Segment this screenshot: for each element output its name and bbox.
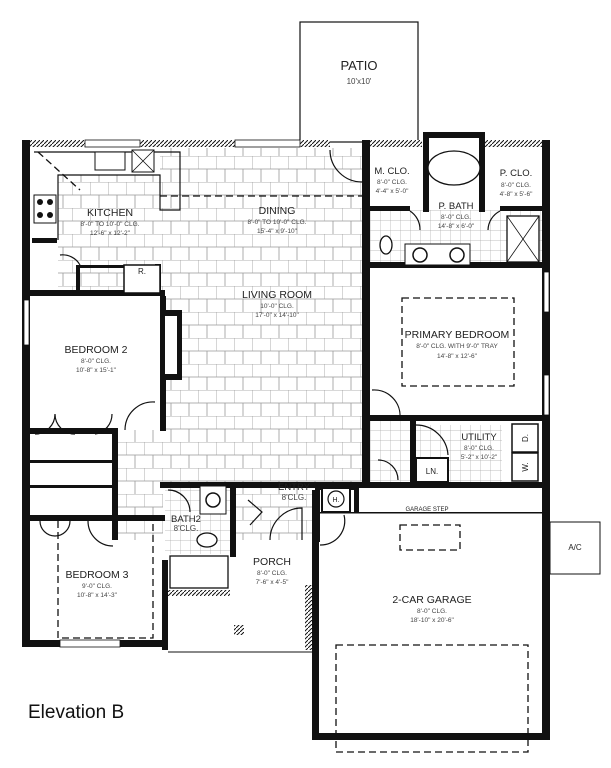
hall-floor [115, 430, 163, 540]
bath2-sink [199, 485, 227, 515]
utility-clg: 8'-0" CLG. [464, 445, 494, 452]
living-size: 17'-0" x 14'-10" [255, 312, 299, 319]
kitchen-size: 12'-6" x 12'-2" [90, 230, 131, 237]
refrigerator-label: R. [138, 267, 146, 276]
dryer-label: D. [521, 434, 530, 442]
primary-bath-fixtures [379, 150, 540, 266]
bath2-label: BATH2 [171, 514, 201, 525]
entry-label: ENTRY [278, 482, 311, 493]
bath2-clg: 8'CLG. [174, 524, 199, 533]
porch-size: 7'-6" x 4'-5" [256, 579, 289, 586]
attic-access [399, 524, 461, 551]
primary-label: PRIMARY BEDROOM [405, 329, 510, 341]
utility-label: UTILITY [461, 432, 497, 443]
bedroom2-clg: 8'-0" CLG. [81, 358, 111, 365]
living-dining-floor [160, 148, 362, 483]
washer-label: W. [521, 462, 530, 471]
patio-label: PATIO [340, 58, 377, 73]
pbath-size: 14'-8" x 6'-0" [438, 223, 475, 230]
bathtub [427, 150, 481, 186]
pclo-clg: 8'-0" CLG. [501, 182, 531, 189]
kitchen-sink [94, 151, 126, 171]
bedroom3-outline [57, 519, 154, 639]
dining-label: DINING [259, 205, 296, 217]
exterior-walls [22, 132, 550, 740]
range-stove [33, 194, 57, 224]
pbath-label: P. BATH [438, 201, 473, 212]
primary-clg: 8'-0" CLG. WITH 9'-0" TRAY [416, 343, 498, 350]
primary-size: 14'-8" x 12'-6" [437, 353, 478, 360]
garage-size: 18'-10" x 20'-6" [410, 617, 454, 624]
bath2-tub [169, 555, 229, 589]
bedroom3-label: BEDROOM 3 [65, 569, 128, 581]
porch-label: PORCH [253, 556, 291, 568]
linen-closet [415, 457, 449, 483]
kitchen-clg: 8'-0" TO 10'-0" CLG. [81, 221, 140, 228]
room-labels: PATIO 10'x10' KITCHEN 8'-0" TO 10'-0" CL… [64, 58, 581, 624]
ac-label: A/C [568, 543, 582, 552]
garage-step-label: GARAGE STEP [405, 507, 448, 513]
mclo-clg: 8'-0" CLG. [377, 179, 407, 186]
pclo-label: P. CLO. [500, 168, 533, 179]
living-label: LIVING ROOM [242, 289, 312, 301]
dryer [511, 423, 539, 453]
entry-clg: 8'CLG. [282, 493, 307, 502]
toilet [379, 235, 393, 255]
mclo-size: 4'-4" x 5'-0" [376, 188, 409, 195]
bedroom3-clg: 9'-0" CLG. [82, 583, 112, 590]
living-clg: 10'-0" CLG. [260, 303, 294, 310]
porch-clg: 8'-0" CLG. [257, 570, 287, 577]
dining-size: 15'-4" x 9'-10" [257, 228, 298, 235]
tray-ceiling [401, 297, 515, 387]
kitchen-label: KITCHEN [87, 207, 133, 219]
refrigerator [123, 264, 161, 294]
kitchen-counters [33, 149, 181, 294]
water-heater-label: H. [333, 497, 340, 504]
bedroom2-label: BEDROOM 2 [64, 344, 127, 356]
hall-floor-right [362, 418, 412, 483]
entry-floor [232, 483, 312, 540]
patio-size: 10'x10' [347, 77, 372, 86]
elevation-title: Elevation B [28, 702, 125, 723]
utility-size: 5'-2" x 10'-2" [461, 454, 498, 461]
garage-door [335, 644, 529, 753]
washer [511, 452, 539, 482]
patio [299, 21, 419, 143]
bath2-toilet [196, 532, 218, 548]
bedroom3-size: 10'-8" x 14'-3" [77, 592, 118, 599]
garage-label: 2-CAR GARAGE [392, 594, 471, 606]
mclo-label: M. CLO. [374, 166, 409, 177]
linen-label: LN. [426, 467, 438, 476]
dining-clg: 8'-0" TO 10'-0" CLG. [248, 219, 307, 226]
ac-pad [549, 521, 601, 575]
garage-clg: 8'-0" CLG. [417, 608, 447, 615]
pbath-clg: 8'-0" CLG. [441, 214, 471, 221]
pclo-size: 4'-8" x 5'-6" [500, 191, 533, 198]
bedroom2-size: 10'-8" x 15'-1" [76, 367, 117, 374]
